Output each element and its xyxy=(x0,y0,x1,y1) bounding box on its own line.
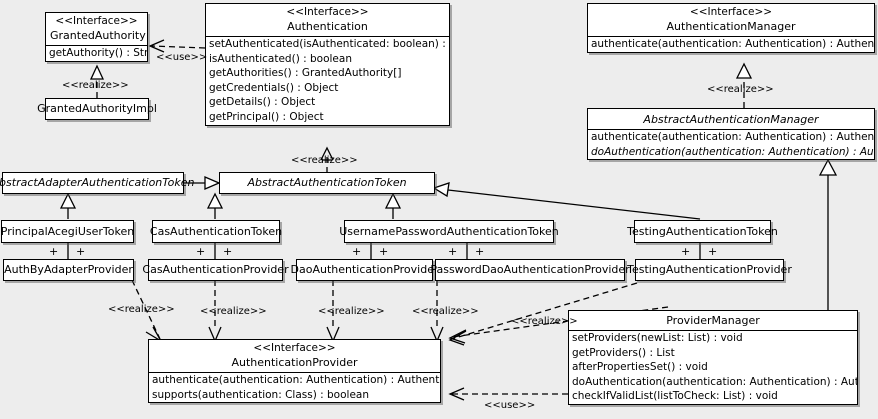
class-name: GrantedAuthority xyxy=(50,29,146,42)
class-name: GrantedAuthorityImpl xyxy=(37,102,157,115)
label-realize-auth-by-adapter: <<realize>> xyxy=(108,304,175,315)
class-dao-authentication-provider[interactable]: DaoAuthenticationProvider xyxy=(291,259,439,281)
class-cas-authentication-provider[interactable]: CasAuthenticationProvider xyxy=(142,259,289,281)
class-username-password-authentication-token[interactable]: UsernamePasswordAuthenticationToken xyxy=(339,220,559,243)
label-realize-dao-provider: <<realize>> xyxy=(318,306,385,317)
class-name: AuthenticationManager xyxy=(666,20,796,33)
operation-item: doAuthentication(authentication: Authent… xyxy=(591,145,874,158)
class-authentication-manager[interactable]: <<Interface>> AuthenticationManager auth… xyxy=(587,3,875,53)
class-authentication-provider[interactable]: <<Interface>> AuthenticationProvider aut… xyxy=(148,339,441,404)
class-name: CasAuthenticationProvider xyxy=(142,263,289,276)
class-header: <<Interface>> Authentication xyxy=(206,4,449,36)
class-header: <<Interface>> AuthenticationManager xyxy=(588,4,874,36)
class-principal-acegi-user-token[interactable]: PrincipalAcegiUserToken xyxy=(1,220,134,243)
operation-item: setAuthenticated(isAuthenticated: boolea… xyxy=(209,38,449,50)
class-name: AbstractAuthenticationToken xyxy=(247,176,407,189)
class-name: TestingAuthenticationProvider xyxy=(627,263,792,276)
class-auth-by-adapter-provider[interactable]: AuthByAdapterProvider xyxy=(3,259,134,281)
class-name: AbstractAuthenticationManager xyxy=(643,113,819,126)
label-use-granted-authority: <<use>> xyxy=(156,52,208,63)
class-name: AuthByAdapterProvider xyxy=(4,263,133,276)
class-testing-authentication-token[interactable]: TestingAuthenticationToken xyxy=(627,220,778,243)
label-realize-password-dao-provider: <<realize>> xyxy=(412,306,479,317)
association-end-marker: + xyxy=(681,245,691,258)
operations-compartment: setAuthenticated(isAuthenticated: boolea… xyxy=(206,36,449,125)
stereotype-label: <<Interface>> xyxy=(55,15,138,27)
operation-item: authenticate(authentication: Authenticat… xyxy=(591,131,874,143)
class-name: AuthenticationProvider xyxy=(231,356,358,369)
class-name: AbstractAdapterAuthenticationToken xyxy=(0,176,195,189)
label-use-provider-manager: <<use>> xyxy=(484,400,536,411)
class-abstract-adapter-authentication-token[interactable]: AbstractAdapterAuthenticationToken xyxy=(0,172,194,194)
operation-item: getAuthority() : String xyxy=(49,47,147,59)
class-abstract-authentication-token[interactable]: AbstractAuthenticationToken xyxy=(219,172,435,194)
class-provider-manager[interactable]: ProviderManager setProviders(newList: Li… xyxy=(568,310,858,405)
operation-item: setProviders(newList: List) : void xyxy=(572,332,743,344)
association-end-marker: + xyxy=(49,245,59,258)
class-testing-authentication-provider[interactable]: TestingAuthenticationProvider xyxy=(627,259,792,281)
operation-item: supports(authentication: Class) : boolea… xyxy=(152,388,369,401)
class-header: <<Interface>> GrantedAuthority xyxy=(46,13,147,45)
label-realize-granted-authority-impl: <<realize>> xyxy=(62,80,129,91)
class-granted-authority[interactable]: <<Interface>> GrantedAuthority getAuthor… xyxy=(45,12,148,62)
stereotype-label: <<Interface>> xyxy=(253,342,336,354)
operation-item: getAuthorities() : GrantedAuthority[] xyxy=(209,67,402,80)
class-name: UsernamePasswordAuthenticationToken xyxy=(339,224,559,238)
association-end-marker: + xyxy=(223,245,233,258)
label-realize-authentication-manager: <<realize>> xyxy=(707,84,774,95)
operation-item: afterPropertiesSet() : void xyxy=(572,361,708,374)
association-end-marker: + xyxy=(352,245,362,258)
class-abstract-authentication-manager[interactable]: AbstractAuthenticationManager authentica… xyxy=(587,108,875,161)
association-end-marker: + xyxy=(708,245,718,258)
operation-item: isAuthenticated() : boolean xyxy=(209,52,352,65)
operation-item: doAuthentication(authentication: Authent… xyxy=(572,375,857,388)
operations-compartment: authenticate(authentication: Authenticat… xyxy=(588,36,874,52)
operations-compartment: getAuthority() : String xyxy=(46,45,147,61)
class-name: PasswordDaoAuthenticationProvider xyxy=(430,263,630,276)
class-name: ProviderManager xyxy=(666,314,760,327)
class-header: ProviderManager xyxy=(569,311,857,330)
operation-item: getPrincipal() : Object xyxy=(209,110,324,123)
class-header: AbstractAuthenticationManager xyxy=(588,109,874,129)
label-realize-provider-manager: <<realize>> xyxy=(511,316,578,327)
label-realize-cas-provider: <<realize>> xyxy=(200,306,267,317)
class-name: Authentication xyxy=(287,20,368,33)
association-end-marker: + xyxy=(196,245,206,258)
operation-item: getCredentials() : Object xyxy=(209,81,339,94)
class-header: <<Interface>> AuthenticationProvider xyxy=(149,340,440,372)
association-end-marker: + xyxy=(475,245,485,258)
label-realize-abstract-authentication-token: <<realize>> xyxy=(291,155,358,166)
class-name: TestingAuthenticationToken xyxy=(627,224,778,238)
stereotype-label: <<Interface>> xyxy=(689,6,773,18)
operation-item: authenticate(authentication: Authenticat… xyxy=(591,38,874,50)
association-end-marker: + xyxy=(76,245,86,258)
class-name: CasAuthenticationToken xyxy=(149,224,283,238)
association-end-marker: + xyxy=(448,245,458,258)
operation-item: checkIfValidList(listToCheck: List) : vo… xyxy=(572,390,778,403)
class-name: PrincipalAcegiUserToken xyxy=(0,224,135,238)
stereotype-label: <<Interface>> xyxy=(286,6,369,18)
class-granted-authority-impl[interactable]: GrantedAuthorityImpl xyxy=(37,98,157,120)
association-end-marker: + xyxy=(379,245,389,258)
class-name: DaoAuthenticationProvider xyxy=(290,263,439,276)
operations-compartment: authenticate(authentication: Authenticat… xyxy=(588,129,874,159)
class-password-dao-authentication-provider[interactable]: PasswordDaoAuthenticationProvider xyxy=(430,259,630,281)
class-authentication[interactable]: <<Interface>> Authentication setAuthenti… xyxy=(205,3,450,126)
operation-item: authenticate(authentication: Authenticat… xyxy=(152,374,440,386)
operation-item: getDetails() : Object xyxy=(209,96,316,109)
operations-compartment: authenticate(authentication: Authenticat… xyxy=(149,372,440,402)
operations-compartment: setProviders(newList: List) : void getPr… xyxy=(569,330,857,404)
operation-item: getProviders() : List xyxy=(572,346,675,359)
class-cas-authentication-token[interactable]: CasAuthenticationToken xyxy=(149,220,283,243)
